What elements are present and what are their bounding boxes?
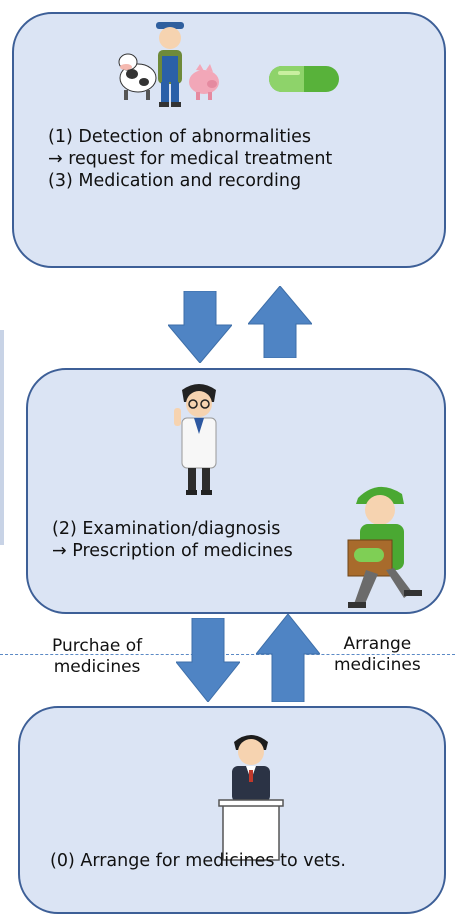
farm-line-request: → request for medical treatment	[48, 149, 333, 169]
farm-line-medication: (3) Medication and recording	[48, 171, 302, 191]
dashed-separator	[0, 654, 455, 655]
arrange-label-line2: medicines	[334, 655, 421, 675]
official-at-podium-icon	[218, 735, 284, 861]
purchase-label-line1: Purchae of	[52, 636, 143, 656]
doctor-icon	[174, 384, 217, 495]
distributor-line-arrange: (0) Arrange for medicines to vets.	[50, 851, 346, 871]
vet-text: (2) Examination/diagnosis → Prescription…	[52, 518, 293, 562]
vet-line-prescription: → Prescription of medicines	[52, 541, 293, 561]
left-edge-mark	[0, 330, 4, 545]
delivery-person-icon	[347, 486, 422, 608]
purchase-label-line2: medicines	[53, 657, 141, 677]
arrange-label-line1: Arrange	[343, 634, 412, 654]
distributor-box: (0) Arrange for medicines to vets.	[18, 706, 446, 914]
down-arrow-icon	[168, 291, 232, 363]
arrange-label: Arrange medicines	[334, 634, 421, 676]
capsule-pill-icon	[269, 66, 339, 92]
farm-text: (1) Detection of abnormalities → request…	[48, 126, 332, 192]
farm-box: (1) Detection of abnormalities → request…	[12, 12, 446, 268]
down-arrow-icon	[176, 618, 240, 702]
distributor-text: (0) Arrange for medicines to vets.	[50, 850, 346, 872]
vet-line-examination: (2) Examination/diagnosis	[52, 519, 281, 539]
vet-box: (2) Examination/diagnosis → Prescription…	[26, 368, 446, 614]
up-arrow-icon	[256, 614, 320, 702]
farm-line-detection: (1) Detection of abnormalities	[48, 127, 311, 147]
farmer-with-cow-and-pig-icon	[118, 22, 219, 107]
up-arrow-icon	[248, 286, 312, 358]
purchase-label: Purchae of medicines	[52, 636, 142, 678]
